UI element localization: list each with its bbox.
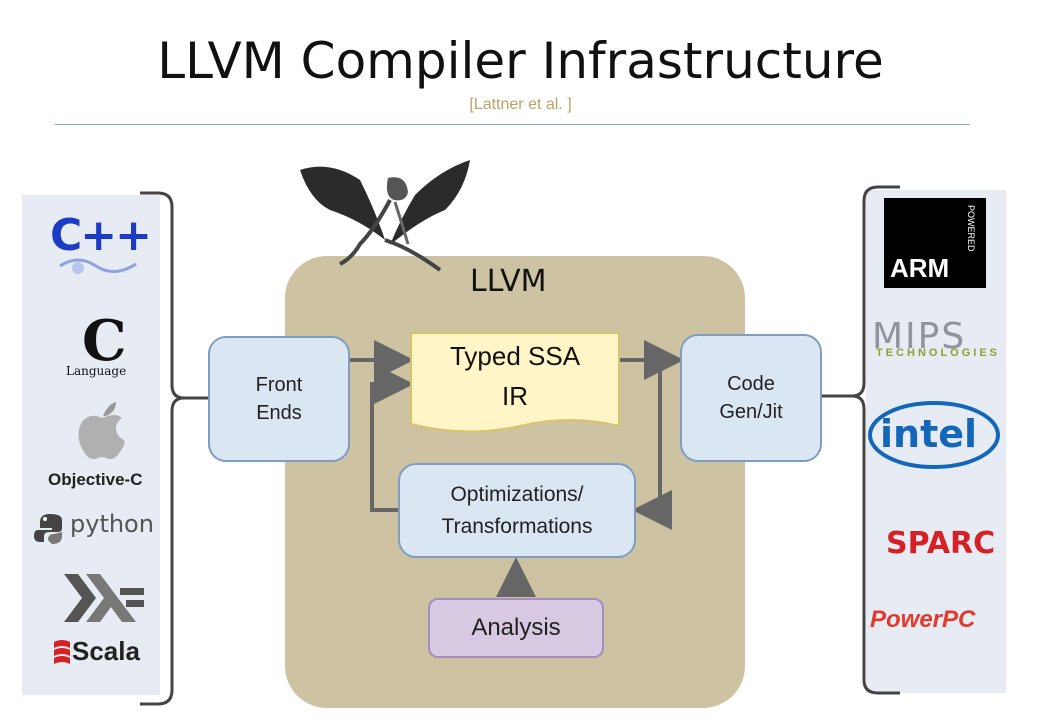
citation: [Lattner et al. ] xyxy=(469,96,572,113)
llvm-dragon-logo-icon xyxy=(300,160,470,272)
title-divider xyxy=(55,124,970,125)
ir-document-shape xyxy=(410,332,620,433)
apple-logo-icon xyxy=(78,402,125,460)
python-logo-icon xyxy=(34,514,62,544)
haskell-logo-icon xyxy=(64,574,144,622)
intel-logo: intel xyxy=(880,412,978,456)
c-language-caption: Language xyxy=(66,364,127,378)
mips-logo: MIPS xyxy=(872,316,967,357)
front-ends-box: Front Ends xyxy=(208,336,350,462)
scala-label: Scala xyxy=(72,636,140,666)
arm-powered-label: POWERED xyxy=(966,205,976,252)
llvm-core-label: LLVM xyxy=(470,264,547,299)
arm-logo-background xyxy=(884,198,986,288)
cpp-swirl-icon xyxy=(59,258,137,274)
objective-c-label: Objective-C xyxy=(48,470,143,489)
analysis-box: Analysis xyxy=(428,598,604,658)
powerpc-logo: PowerPC xyxy=(870,606,976,633)
python-label: python xyxy=(70,510,154,538)
cpp-logo: C++ xyxy=(50,210,152,261)
scala-logo-icon xyxy=(54,640,70,664)
c-language-logo: C xyxy=(82,308,127,374)
mips-technologies-label: TECHNOLOGIES xyxy=(876,347,1001,359)
sparc-logo: SPARC xyxy=(886,526,996,561)
ir-box-label: Typed SSA IR xyxy=(449,341,581,411)
arm-logo: ARM xyxy=(890,253,950,283)
code-gen-box: Code Gen/Jit xyxy=(680,334,822,462)
optimizations-box: Optimizations/ Transformations xyxy=(398,463,636,558)
page-title: LLVM Compiler Infrastructure xyxy=(157,32,884,90)
intel-swoosh-icon xyxy=(868,401,1000,469)
